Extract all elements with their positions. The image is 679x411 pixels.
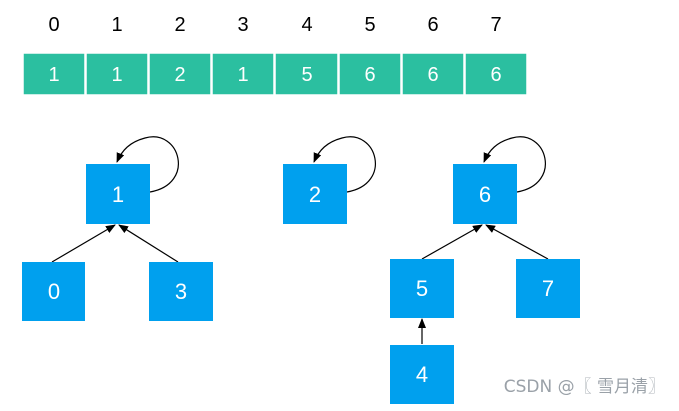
node-label: 7 [542,276,554,301]
array-cell [148,52,212,96]
edge-3-to-1 [118,224,179,263]
array-index: 3 [237,14,248,36]
array-index: 1 [111,14,122,36]
array-value: 2 [174,64,185,86]
node-label: 2 [309,182,321,207]
self-loop-1 [116,136,179,193]
tree-node-labels: 1 2 6 0 3 5 7 4 [48,182,554,387]
node-7-box [516,259,580,318]
array-cell [401,52,465,96]
edge-0-to-1 [51,224,116,263]
array-cell [338,52,402,96]
array-value: 6 [427,64,438,86]
node-3-box [149,262,213,321]
array-cell [85,52,149,96]
array-cell [22,52,86,96]
array-index: 5 [364,14,375,36]
watermark-text: CSDN @〖 雪月清〗 [503,377,665,397]
node-5-box [390,259,454,318]
node-label: 6 [479,182,491,207]
node-1-box [86,164,150,224]
edge-7-to-6 [485,224,549,260]
node-label: 0 [48,279,60,304]
self-loop-2 [313,136,376,193]
parent-array-values: 1 1 2 1 5 6 6 6 [48,64,501,86]
array-index: 6 [427,14,438,36]
node-label: 3 [175,279,187,304]
node-label: 4 [416,362,428,387]
self-loop-6 [483,136,546,193]
array-index: 0 [48,14,59,36]
node-0-box [22,262,85,321]
array-index-row: 0 1 2 3 4 5 6 7 [48,14,501,36]
array-value: 6 [364,64,375,86]
edge-5-to-6 [421,224,483,260]
array-value: 1 [237,64,248,86]
self-loops [116,136,546,193]
node-2-box [283,164,347,224]
array-value: 1 [111,64,122,86]
array-cell [274,52,339,96]
node-label: 1 [112,182,124,207]
node-label: 5 [416,276,428,301]
parent-array [22,52,528,96]
tree-nodes [22,164,580,404]
array-value: 5 [301,64,312,86]
array-index: 4 [301,14,312,36]
tree-edges [51,224,549,344]
node-6-box [453,164,517,224]
node-4-box [390,345,454,404]
array-index: 2 [174,14,185,36]
array-cell [464,52,528,96]
array-value: 1 [48,64,59,86]
array-value: 6 [490,64,501,86]
array-cell [211,52,275,96]
array-index: 7 [490,14,501,36]
